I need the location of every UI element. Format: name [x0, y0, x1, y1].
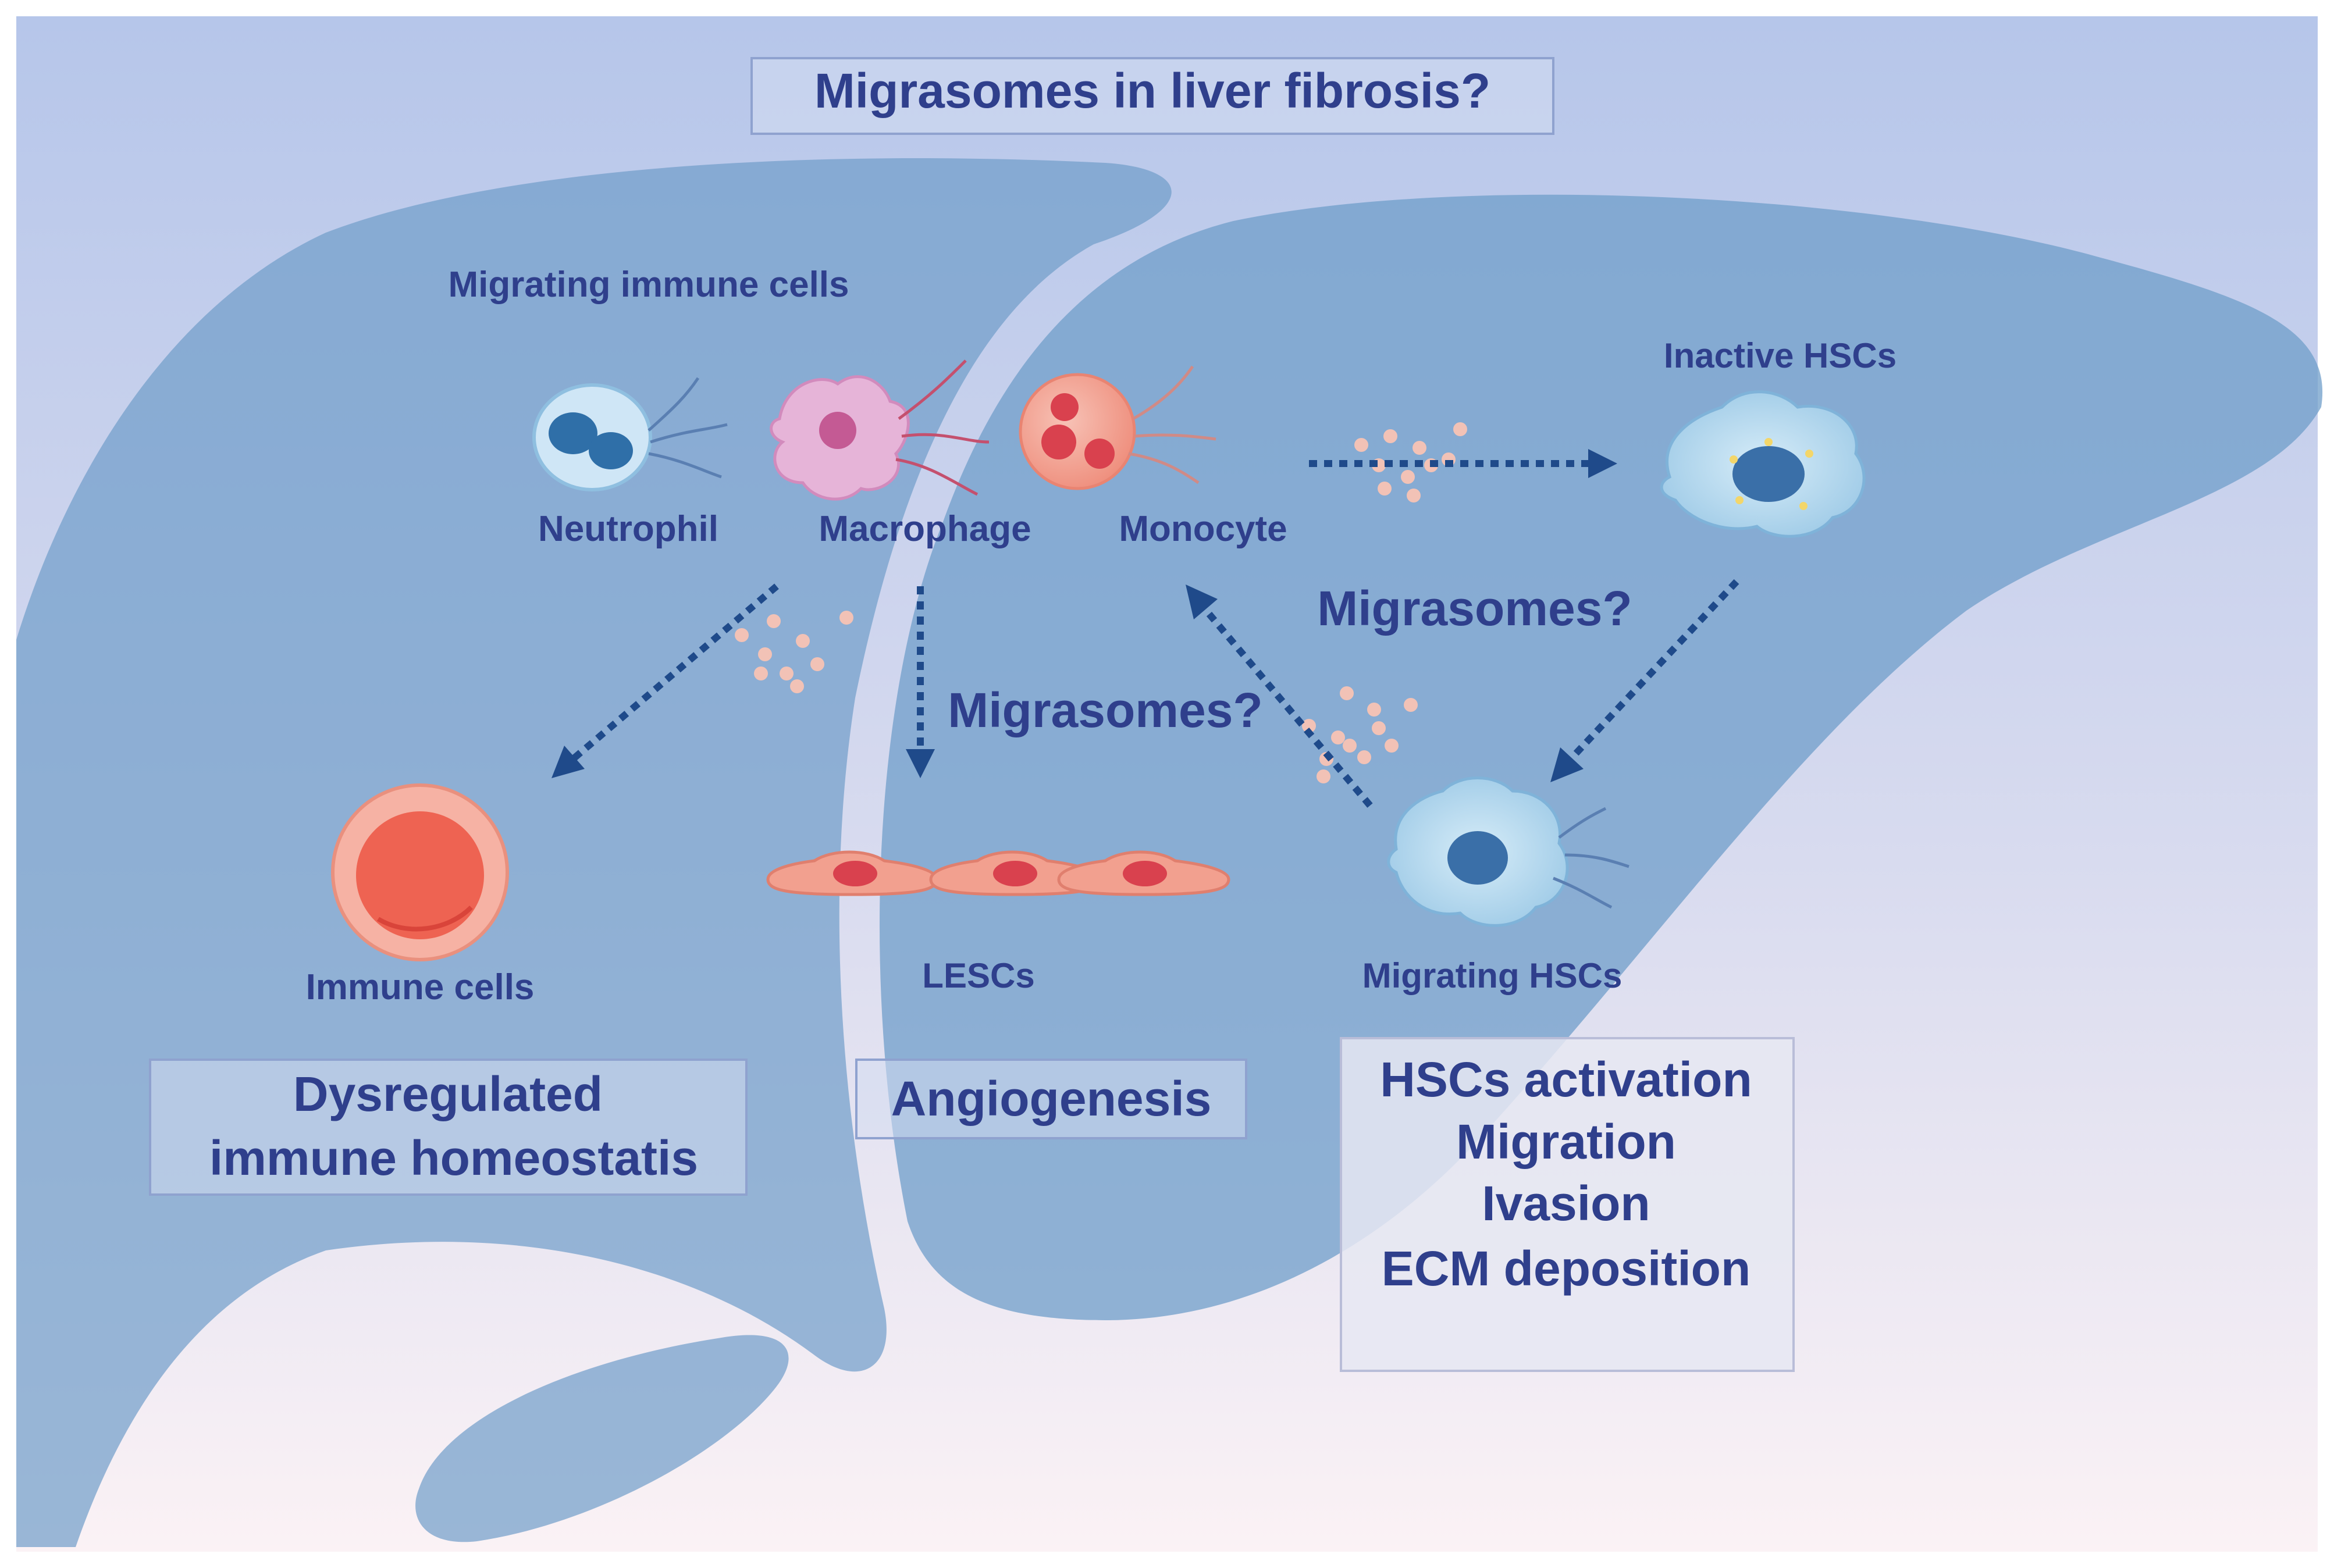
migrating-immune-cells-label: Migrating immune cells — [448, 265, 849, 305]
immune-outcome-line2: immune homeostatis — [209, 1131, 698, 1185]
migrating-hscs-label: Migrating HSCs — [1362, 956, 1623, 995]
migrasomes-question-center: Migrasomes? — [948, 683, 1263, 737]
neutrophil-label: Neutrophil — [538, 509, 718, 549]
neutrophil-cell — [532, 377, 728, 491]
liver-small-lobe — [415, 1335, 789, 1542]
monocyte-label: Monocyte — [1119, 509, 1287, 549]
arrow-to-immune-cells — [552, 583, 779, 778]
arrow-to-lescs — [906, 586, 935, 778]
hscs-outcome-line2: Migration — [1456, 1114, 1676, 1169]
hscs-outcome-box — [1340, 1037, 1795, 1372]
migrasome-dots-right — [1302, 686, 1418, 783]
immune-cells-label: Immune cells — [306, 967, 535, 1007]
immune-outcome-line1: Dysregulated — [293, 1067, 603, 1121]
angiogenesis-label: Angiogenesis — [891, 1071, 1212, 1126]
hscs-outcome-line3: Ivasion — [1482, 1176, 1650, 1231]
migrasomes-question-right: Migrasomes? — [1317, 581, 1632, 636]
monocyte-cell — [1019, 365, 1216, 490]
arrow-migrating-hscs-to-monocyte — [1186, 585, 1373, 808]
hscs-outcome-line4: ECM deposition — [1382, 1241, 1751, 1296]
inactive-hscs-label: Inactive HSCs — [1664, 336, 1897, 375]
angiogenesis-box — [855, 1059, 1247, 1139]
arrow-monocyte-to-inactive-hscs — [1309, 449, 1617, 478]
title-box — [750, 57, 1554, 135]
migrating-hsc-cell — [1387, 776, 1629, 927]
inactive-hsc-cell — [1660, 390, 1866, 538]
macrophage-label: Macrophage — [819, 509, 1031, 549]
arrow-inactive-to-migrating-hscs — [1550, 579, 1739, 782]
hscs-outcome-line1: HSCs activation — [1380, 1052, 1752, 1107]
migrasome-dots-left — [735, 611, 853, 693]
macrophage-cell — [770, 359, 990, 501]
lescs-label: LESCs — [922, 956, 1034, 995]
page-title: Migrasomes in liver fibrosis? — [814, 63, 1490, 118]
lescs-cells — [766, 850, 1230, 896]
liver-left-lobe — [16, 158, 1172, 1547]
liver-right-lobe — [880, 194, 2323, 1320]
immune-cell — [331, 783, 509, 961]
immune-outcome-box — [149, 1059, 748, 1196]
